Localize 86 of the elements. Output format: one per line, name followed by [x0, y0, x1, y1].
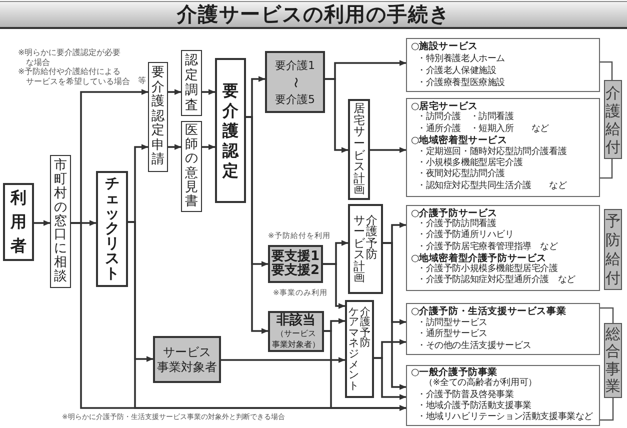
flow-box	[3, 183, 34, 261]
service-list-box	[406, 205, 600, 291]
page-title: 介護サービスの利用の手続き	[177, 1, 450, 28]
list-item: ・介護予防通所リハビリ	[417, 230, 514, 242]
flow-box	[215, 58, 246, 203]
list-item: （※全ての高齢者が利用可）	[424, 378, 537, 389]
list-item: ・介護予防小規模多機能型居宅介護	[417, 264, 558, 274]
service-list-box	[406, 365, 600, 426]
flow-box	[345, 300, 374, 398]
box-label: 医師の意見書	[185, 124, 198, 210]
list-item: ・その他の生活支援サービス	[417, 340, 532, 352]
box-label: 介護予防サービス計画	[354, 214, 378, 284]
box-label: 要支援2	[271, 264, 320, 278]
flow-box	[148, 62, 168, 172]
list-item: ・介護予防居宅療養管理指導 など	[417, 242, 558, 252]
flow-box	[181, 50, 202, 116]
list-item: ・夜間対応型訪問介護	[417, 169, 506, 180]
note-text: ※明らかに要介護認定が必要な場合	[18, 48, 121, 67]
arrow	[202, 144, 216, 150]
tag-label: 介護給付	[606, 84, 620, 156]
arrow	[325, 78, 348, 153]
box-label: 非該当	[276, 314, 316, 328]
list-item: ・小規模多機能型居宅介護	[417, 158, 523, 168]
list-item: ・介護予防認知症対応型通所介護 など	[417, 275, 576, 286]
box-label: 要介護認定申請	[152, 66, 164, 168]
list-item: ・訪問介護 ・訪問看護	[417, 112, 514, 124]
list-item: ・通所介護 ・短期入所 など	[417, 124, 550, 134]
list-item: ・介護老人保健施設	[417, 65, 496, 77]
list-item: ・通所型サービス	[417, 329, 488, 340]
list-heading: ○施設サービス	[411, 41, 478, 53]
status-box	[265, 51, 325, 113]
box-label: 市町村の窓口に相談	[54, 159, 67, 284]
list-item: ・認知症対応型共同生活介護 など	[417, 180, 567, 192]
arrow	[324, 330, 406, 411]
note-text: ※予防給付や介護給付によるサービスを希望している場合	[18, 67, 130, 86]
flow-box	[181, 121, 202, 212]
list-heading: ○一般介護予防事業	[411, 367, 498, 378]
list-item: ・介護予防普及啓発事業	[417, 390, 514, 400]
arrow	[374, 357, 406, 400]
arrow	[168, 89, 182, 95]
list-item: ・定期巡回・随時対応型訪問介護看護	[417, 146, 567, 158]
list-heading: ○介護予防サービス	[411, 208, 498, 219]
arrow	[370, 147, 406, 153]
arrow	[202, 89, 216, 95]
flow-box	[50, 155, 71, 288]
box-label: 利用者	[10, 187, 26, 257]
box-label: （サービス事業対象者）	[272, 328, 320, 350]
box-label: 要介護5	[275, 92, 315, 108]
box-label: 要介護1	[275, 58, 315, 74]
tag-label: 総合事業	[606, 326, 620, 396]
note-text: 等	[138, 76, 146, 86]
list-heading: ○居宅サービス	[411, 101, 478, 112]
box-label: 要支援1	[271, 250, 320, 264]
list-heading: ○介護予防・生活支援サービス事業	[411, 306, 566, 318]
box-label: 介護予防ケアマネジメント	[348, 306, 370, 392]
arrow	[34, 220, 50, 226]
arrow	[168, 144, 182, 150]
list-heading: ○地域密着型サービス	[411, 135, 508, 146]
list-item: ・介護療養型医療施設	[417, 77, 506, 89]
status-box	[268, 311, 324, 352]
box-label: サービス事業対象者	[157, 344, 217, 374]
list-item: ・地域介護予防活動支援事業	[417, 400, 532, 412]
box-label: チェックリスト	[104, 176, 120, 282]
category-tag	[604, 80, 622, 159]
box-label: 〜	[288, 76, 302, 88]
list-heading: ○地域密着型介護予防サービス	[411, 252, 546, 264]
arrow	[221, 357, 346, 363]
arrow	[323, 263, 346, 309]
flow-box	[348, 99, 370, 200]
flow-box	[96, 171, 128, 287]
arrow	[246, 116, 268, 334]
list-item: ・介護予防訪問看護	[417, 219, 496, 230]
list-item: ・訪問型サービス	[417, 318, 488, 328]
service-list-box	[406, 98, 600, 197]
list-item: ・特別養護老人ホーム	[417, 53, 506, 65]
arrow	[383, 242, 406, 390]
status-box	[268, 245, 323, 283]
service-list-box	[406, 303, 600, 355]
status-box	[153, 336, 221, 383]
service-list-box	[406, 38, 600, 92]
box-label: 要介護認定	[222, 80, 238, 180]
flow-box	[348, 204, 383, 294]
box-label: 居宅サービス計画	[353, 103, 365, 196]
tag-label: 予防給付	[606, 212, 620, 288]
box-label: 認定調査	[185, 53, 198, 113]
list-item: ・地域リハビリテーション活動支援事業など	[417, 412, 594, 424]
